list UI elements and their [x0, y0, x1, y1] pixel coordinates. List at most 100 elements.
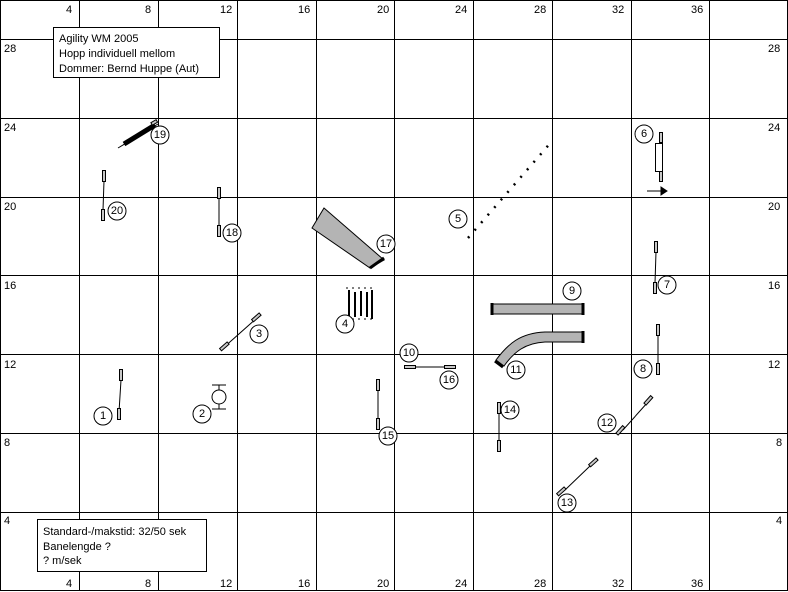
number-badge-6: 6 — [634, 124, 654, 144]
obstacles — [101, 118, 668, 497]
number-label: 5 — [455, 213, 461, 225]
number-badge-18: 18 — [222, 223, 242, 243]
number-badge-9: 9 — [562, 281, 582, 301]
y-tick-right: 16 — [768, 280, 780, 292]
y-tick-left: 24 — [4, 122, 16, 134]
number-label: 19 — [154, 129, 166, 141]
number-badge-15: 15 — [378, 426, 398, 446]
x-tick-bottom: 28 — [534, 578, 546, 590]
obstacle-numbers: 1 2 3 4 5 6 7 8 9 10 11 12 13 14 15 16 1… — [93, 124, 677, 513]
x-tick-bottom: 20 — [377, 578, 389, 590]
obstacle-16-hurdle — [444, 365, 456, 369]
competition-title: Agility WM 2005 — [59, 33, 138, 45]
number-badge-2: 2 — [192, 404, 212, 424]
number-label: 7 — [664, 279, 670, 291]
y-tick-right: 28 — [768, 43, 780, 55]
number-label: 17 — [380, 238, 392, 250]
number-label: 3 — [256, 328, 262, 340]
obstacle-9-tunnel — [490, 303, 585, 315]
obstacle-4-weave — [346, 287, 376, 320]
number-label: 4 — [342, 318, 348, 330]
y-tick-right: 12 — [768, 359, 780, 371]
number-label: 6 — [641, 128, 647, 140]
judge-name: Dommer: Bernd Huppe (Aut) — [59, 63, 199, 75]
x-tick-top: 24 — [455, 4, 467, 16]
x-tick-top: 32 — [612, 4, 624, 16]
number-label: 10 — [403, 347, 415, 359]
x-tick-top: 8 — [145, 4, 151, 16]
number-badge-4: 4 — [335, 314, 355, 334]
number-badge-19: 19 — [150, 125, 170, 145]
y-tick-right: 8 — [776, 437, 782, 449]
x-tick-top: 28 — [534, 4, 546, 16]
number-badge-8: 8 — [633, 359, 653, 379]
number-badge-12: 12 — [597, 413, 617, 433]
number-label: 12 — [601, 417, 613, 429]
number-label: 15 — [382, 430, 394, 442]
info-box-top: Agility WM 2005 Hopp individuell mellom … — [53, 27, 220, 78]
x-tick-bottom: 4 — [66, 578, 72, 590]
y-tick-right: 4 — [776, 515, 782, 527]
obstacle-1-hurdle — [117, 369, 123, 420]
y-tick-right: 20 — [768, 201, 780, 213]
number-badge-7: 7 — [657, 275, 677, 295]
x-axis-ticks-top: 4 8 12 16 20 24 28 32 36 — [66, 4, 703, 16]
y-tick-left: 20 — [4, 201, 16, 213]
number-label: 16 — [443, 374, 455, 386]
number-badge-10: 10 — [399, 343, 419, 363]
number-badge-16: 16 — [439, 370, 459, 390]
x-tick-bottom: 8 — [145, 578, 151, 590]
x-tick-top: 12 — [220, 4, 232, 16]
course-length: Banelengde ? — [43, 541, 111, 553]
obstacle-12-hurdle — [615, 394, 654, 436]
x-tick-bottom: 12 — [220, 578, 232, 590]
number-label: 11 — [510, 364, 521, 376]
x-tick-top: 4 — [66, 4, 72, 16]
class-name: Hopp individuell mellom — [59, 48, 175, 60]
obstacle-17-chute — [311, 207, 385, 270]
obstacle-3-hurdle — [218, 312, 262, 352]
info-box-bottom: Standard-/makstid: 32/50 sek Banelengde … — [37, 519, 207, 572]
number-label: 9 — [569, 285, 575, 297]
y-tick-left: 16 — [4, 280, 16, 292]
number-label: 18 — [226, 227, 238, 239]
number-label: 8 — [640, 363, 646, 375]
x-axis-ticks-bottom: 4 8 12 16 20 24 28 32 36 — [66, 578, 703, 590]
y-tick-left: 12 — [4, 359, 16, 371]
x-tick-top: 20 — [377, 4, 389, 16]
y-axis-ticks-left: 28 24 20 16 12 8 4 — [4, 43, 16, 527]
obstacle-18-hurdle — [217, 187, 221, 237]
y-axis-ticks-right: 28 24 20 16 12 8 4 — [768, 43, 782, 527]
obstacle-7-hurdle — [653, 241, 658, 294]
obstacle-11-curved-tunnel — [494, 331, 585, 369]
number-badge-17: 17 — [376, 234, 396, 254]
obstacle-5-line — [467, 139, 554, 239]
number-label: 2 — [199, 408, 205, 420]
number-badge-5: 5 — [448, 209, 468, 229]
x-tick-bottom: 32 — [612, 578, 624, 590]
number-label: 1 — [100, 410, 106, 422]
number-badge-3: 3 — [249, 324, 269, 344]
number-badge-1: 1 — [93, 406, 113, 426]
x-tick-bottom: 24 — [455, 578, 467, 590]
number-label: 13 — [561, 497, 573, 509]
obstacle-8-hurdle — [656, 324, 660, 375]
obstacle-14-hurdle — [497, 402, 501, 452]
x-tick-top: 36 — [691, 4, 703, 16]
y-tick-right: 24 — [768, 122, 780, 134]
obstacle-19-spread-jump — [117, 118, 159, 149]
number-badge-20: 20 — [107, 201, 127, 221]
number-badge-14: 14 — [500, 400, 520, 420]
y-tick-left: 8 — [4, 437, 10, 449]
obstacle-20-hurdle — [101, 170, 106, 221]
obstacle-2-tire — [211, 384, 227, 410]
number-badge-13: 13 — [557, 493, 577, 513]
number-label: 20 — [111, 205, 123, 217]
x-tick-top: 16 — [298, 4, 310, 16]
y-tick-left: 28 — [4, 43, 16, 55]
speed: ? m/sek — [43, 555, 82, 567]
x-tick-bottom: 16 — [298, 578, 310, 590]
x-tick-bottom: 36 — [691, 578, 703, 590]
